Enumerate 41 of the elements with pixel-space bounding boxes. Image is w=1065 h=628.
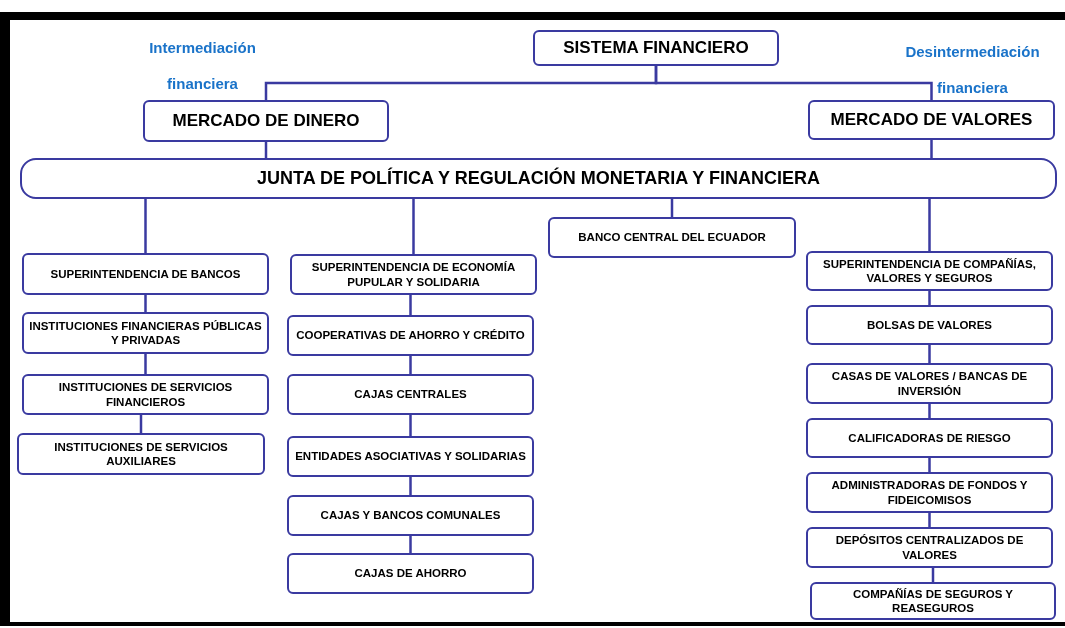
connector-line [412, 199, 415, 254]
org-box: SUPERINTENDENCIA DE COMPAÑÍAS, VALORES Y SEGUROS [806, 251, 1053, 291]
org-box: CAJAS Y BANCOS COMUNALES [287, 495, 534, 536]
org-box: JUNTA DE POLÍTICA Y REGULACIÓN MONETARIA Y FINANCIERA [20, 158, 1057, 199]
connector-line [654, 66, 933, 100]
side-label: Intermediación financiera [148, 38, 257, 94]
org-box: SUPERINTENDENCIA DE ECONOMÍA PUPULAR Y SOLIDARIA [290, 254, 537, 295]
org-box: ADMINISTRADORAS DE FONDOS Y FIDEICOMISOS [806, 472, 1053, 513]
org-box: CASAS DE VALORES / BANCAS DE INVERSIÓN [806, 363, 1053, 404]
org-box: INSTITUCIONES FINANCIERAS PÚBLICAS Y PRIVADAS [22, 312, 269, 354]
connector-line [928, 291, 931, 305]
org-box: INSTITUCIONES DE SERVICIOS FINANCIEROS [22, 374, 269, 415]
connector-line [144, 295, 147, 312]
org-box: BANCO CENTRAL DEL ECUADOR [548, 217, 796, 258]
org-box: COOPERATIVAS DE AHORRO Y CRÉDITO [287, 315, 534, 356]
org-box: CAJAS DE AHORRO [287, 553, 534, 594]
org-box: SUPERINTENDENCIA DE BANCOS [22, 253, 269, 295]
org-box: SISTEMA FINANCIERO [533, 30, 779, 66]
connector-line [928, 458, 931, 472]
org-box: COMPAÑÍAS DE SEGUROS Y REASEGUROS [810, 582, 1056, 620]
connector-line [409, 356, 412, 374]
org-box: ENTIDADES ASOCIATIVAS Y SOLIDARIAS [287, 436, 534, 477]
connector-line [928, 345, 931, 363]
connector-line [409, 477, 412, 495]
org-box: CAJAS CENTRALES [287, 374, 534, 415]
connector-line [928, 199, 931, 251]
org-box: INSTITUCIONES DE SERVICIOS AUXILIARES [17, 433, 265, 475]
connector-line [928, 513, 931, 527]
org-box: DEPÓSITOS CENTRALIZADOS DE VALORES [806, 527, 1053, 568]
org-box: MERCADO DE DINERO [143, 100, 389, 142]
connector-line [144, 199, 147, 253]
connector-line [144, 354, 147, 374]
org-box: CALIFICADORAS DE RIESGO [806, 418, 1053, 458]
connector-line [928, 404, 931, 418]
connector-line [409, 295, 412, 315]
connector-line [409, 536, 412, 553]
connector-line [930, 140, 933, 158]
org-box: BOLSAS DE VALORES [806, 305, 1053, 345]
org-box: MERCADO DE VALORES [808, 100, 1055, 140]
side-label: Desintermediación financiera [904, 42, 1041, 98]
connector-line [409, 415, 412, 436]
